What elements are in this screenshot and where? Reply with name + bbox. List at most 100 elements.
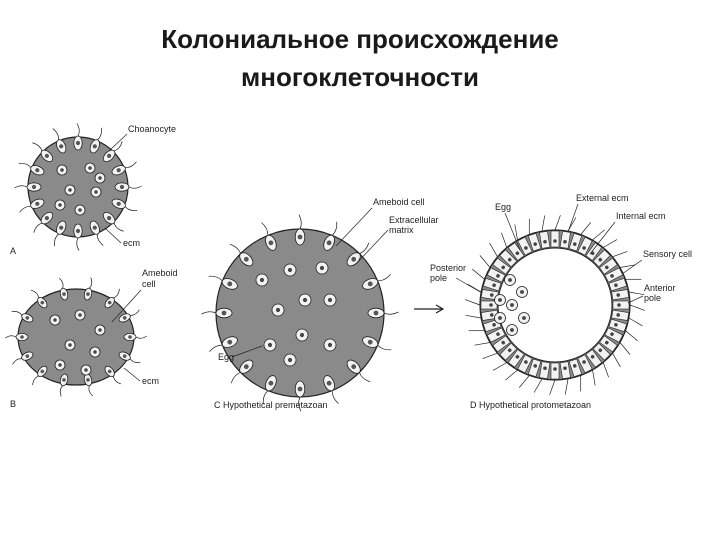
- b-ameboid-cell: [49, 314, 61, 326]
- d-cilium: [514, 224, 518, 241]
- panel-d-inner-cells: [494, 274, 530, 336]
- d-epithelial-cell: [492, 335, 511, 353]
- d-epithelial-cell: [604, 267, 624, 283]
- c-edge-cell: [367, 307, 399, 319]
- leader-d-anterior: [627, 295, 644, 304]
- c-inner-cell: [323, 338, 337, 352]
- d-cilium: [625, 330, 638, 342]
- b-edge-cell: [83, 277, 93, 301]
- c-inner-cell: [315, 261, 329, 275]
- b-edge-cell: [32, 365, 48, 386]
- c-edge-cell: [261, 222, 277, 251]
- choanocyte-cell: [89, 220, 104, 246]
- leader-d-internal-ecm: [589, 221, 616, 255]
- choanocyte-cell: [14, 182, 42, 192]
- inner-choanocyte-cell: [94, 172, 106, 184]
- label-d-anterior-pole: pole: [644, 293, 661, 303]
- c-edge-cell: [209, 336, 238, 352]
- slide-title-line-2: многоклеточности: [241, 62, 479, 92]
- d-epithelial-cell: [559, 230, 571, 249]
- leader-d-posterior: [455, 277, 483, 294]
- c-inner-cell: [323, 293, 337, 307]
- d-epithelial-cell: [592, 342, 611, 361]
- c-edge-cell: [201, 307, 233, 319]
- d-cilium: [492, 362, 507, 371]
- panel-c-premetazoan: Ameboid cell Extracellular matrix Egg C …: [201, 197, 439, 412]
- d-cilium: [612, 251, 628, 258]
- c-edge-cell: [262, 375, 277, 405]
- d-epithelial-cell: [517, 236, 533, 256]
- c-edge-cell: [362, 274, 391, 290]
- d-epithelial-cell: [568, 232, 583, 252]
- b-edge-cell: [5, 333, 29, 341]
- d-epithelial-cell: [585, 349, 603, 368]
- d-epithelial-cell: [550, 230, 560, 248]
- label-choanocyte: Choanocyte: [128, 124, 176, 134]
- d-inner-cell: [506, 299, 518, 311]
- d-epithelial-cell: [592, 249, 611, 268]
- d-epithelial-cell: [559, 361, 571, 380]
- d-cilium: [629, 304, 645, 311]
- label-d-anterior: Anterior: [644, 283, 676, 293]
- d-epithelial-cell: [499, 342, 518, 361]
- d-cilium: [482, 352, 498, 359]
- d-cilium: [619, 342, 631, 355]
- panel-c-cells: [201, 214, 399, 412]
- d-cilium: [505, 369, 518, 381]
- label-d-external-ecm: External ecm: [576, 193, 629, 203]
- d-cilium: [592, 369, 596, 386]
- leader-choanocyte: [109, 133, 128, 151]
- d-inner-cell: [494, 312, 506, 324]
- leader-c-egg: [231, 345, 263, 358]
- c-inner-cell: [283, 263, 297, 277]
- d-epithelial-cell: [550, 362, 560, 380]
- leader-a-ecm: [104, 227, 122, 244]
- d-epithelial-cell: [568, 358, 583, 378]
- b-edge-cell: [104, 365, 122, 385]
- label-c-egg: Egg: [218, 352, 234, 362]
- c-edge-cell: [323, 375, 339, 404]
- b-edge-cell: [83, 373, 93, 397]
- choanocyte-cell: [32, 142, 54, 163]
- b-edge-cell: [104, 288, 120, 309]
- d-inner-cell: [506, 324, 518, 336]
- choanocyte-cell: [54, 220, 67, 247]
- b-edge-cell: [12, 351, 34, 365]
- d-cilium: [612, 353, 621, 368]
- c-edge-cell: [230, 359, 254, 384]
- transition-arrow: [414, 304, 445, 314]
- d-epithelial-cell: [577, 236, 593, 256]
- d-epithelial-cell: [517, 354, 533, 374]
- label-c-matrix: matrix: [389, 225, 414, 235]
- d-cilium: [602, 362, 609, 378]
- label-b-cell: cell: [142, 279, 156, 289]
- choanocyte-cell: [73, 223, 83, 251]
- d-cilium: [564, 378, 569, 395]
- d-epithelial-cell: [499, 249, 518, 268]
- panel-d-protometazoan: Egg External ecm Internal ecm Sensory ce…: [430, 193, 692, 410]
- c-edge-cell: [323, 221, 338, 251]
- d-cilium: [474, 342, 491, 346]
- panel-b-colony: Ameboid cell ecm B: [5, 268, 178, 409]
- label-d-posterior-pole: pole: [430, 273, 447, 283]
- d-epithelial-cell: [611, 309, 630, 321]
- d-cilium: [628, 317, 643, 327]
- leader-d-sensory-cell: [621, 259, 643, 275]
- label-a-ecm: ecm: [123, 238, 140, 248]
- panel-b-cells: [5, 277, 147, 397]
- d-cilium: [533, 378, 543, 393]
- panel-d-epithelial-cells: [480, 230, 630, 380]
- c-inner-cell: [271, 303, 285, 317]
- d-epithelial-cell: [527, 358, 542, 378]
- slide-title-line-1: Колониальное происхождение: [161, 24, 559, 54]
- label-d-internal-ecm: Internal ecm: [616, 211, 666, 221]
- b-edge-cell: [30, 289, 48, 309]
- choanocyte-cell: [111, 198, 138, 211]
- d-epithelial-cell: [608, 277, 628, 292]
- leader-b-ameboid: [111, 289, 142, 323]
- d-cilium: [592, 229, 605, 241]
- label-d-sensory-cell: Sensory cell: [643, 249, 692, 259]
- leader-c-ameboid: [335, 207, 373, 247]
- choanocyte-cell: [33, 211, 54, 233]
- panel-a-colony: Choanocyte ecm A: [10, 123, 176, 256]
